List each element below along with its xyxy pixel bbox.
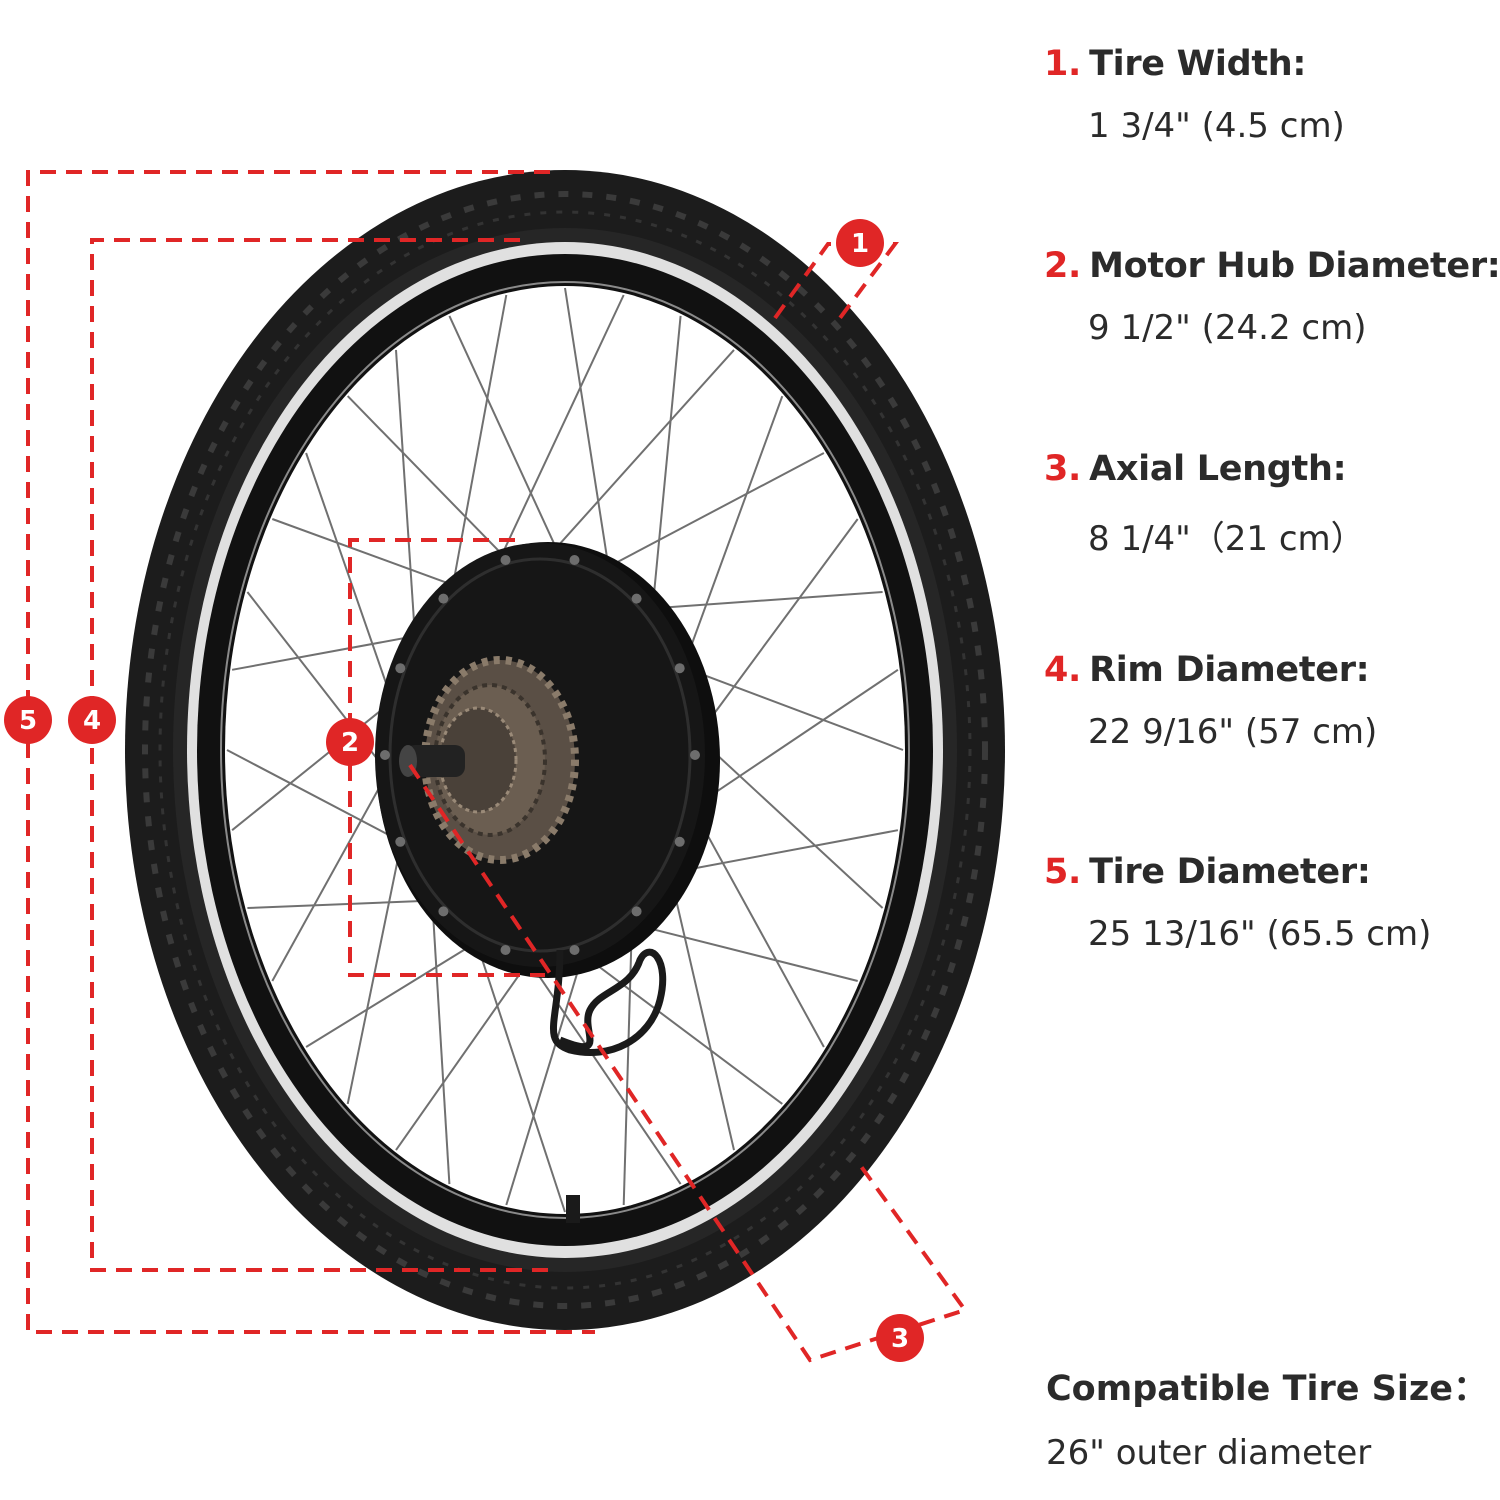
tire-tread bbox=[142, 191, 988, 1309]
measure-lines bbox=[26, 170, 969, 1363]
hub-bolt bbox=[569, 555, 580, 565]
hub-bolt bbox=[500, 555, 511, 565]
spoke bbox=[564, 287, 615, 598]
badge-5: 5 bbox=[4, 696, 52, 744]
compatible-title: Compatible Tire Size： bbox=[1046, 1369, 1488, 1409]
spec-value: 25 13/16" (65.5 cm) bbox=[1088, 914, 1432, 954]
hub-bolt bbox=[569, 945, 580, 955]
valve-stem bbox=[566, 1195, 580, 1223]
spec-number: 4. bbox=[1044, 650, 1082, 690]
spoke bbox=[446, 294, 508, 617]
tire-diameter-line bbox=[26, 170, 595, 1334]
spec-title: 1.Tire Width: bbox=[1044, 44, 1345, 84]
spoke bbox=[346, 395, 521, 573]
spoke bbox=[535, 349, 735, 571]
spoke bbox=[487, 294, 625, 584]
hub-bolt bbox=[380, 750, 390, 760]
compatible-tire-size: Compatible Tire Size： 26" outer diameter bbox=[1046, 1360, 1488, 1473]
hub-bolt bbox=[674, 663, 685, 674]
motor-cable bbox=[549, 948, 667, 1057]
hub-bolt bbox=[395, 663, 406, 674]
hub-bolt bbox=[631, 906, 642, 917]
badge-2-label: 2 bbox=[341, 728, 359, 758]
rim-diameter-line bbox=[90, 238, 550, 1272]
axle bbox=[405, 745, 465, 777]
spoke bbox=[583, 452, 825, 581]
spec-label: Axial Length: bbox=[1089, 449, 1347, 489]
compatible-value: 26" outer diameter bbox=[1046, 1433, 1372, 1473]
badge-1-label: 1 bbox=[851, 229, 869, 259]
badge-3: 3 bbox=[876, 1314, 924, 1362]
badge-5-label: 5 bbox=[19, 706, 37, 736]
hub-bolt bbox=[631, 593, 642, 604]
spec-number: 1. bbox=[1044, 44, 1082, 84]
spec-label: Tire Diameter: bbox=[1089, 852, 1371, 892]
spec-title: 3.Axial Length: bbox=[1044, 449, 1365, 489]
hub-bolt bbox=[395, 836, 406, 847]
spoke bbox=[271, 518, 474, 594]
hub-bolt bbox=[438, 906, 449, 917]
hub-bolt bbox=[690, 750, 700, 760]
spec-motor-hub-diameter: 2.Motor Hub Diameter: 9 1/2" (24.2 cm) bbox=[1044, 246, 1500, 348]
badge-1: 1 bbox=[836, 219, 884, 267]
tire-tread-inner bbox=[158, 210, 972, 1290]
hub-bolt bbox=[674, 836, 685, 847]
hub-bolt bbox=[500, 945, 511, 955]
spec-number: 5. bbox=[1044, 852, 1082, 892]
spoke bbox=[395, 349, 418, 667]
spoke bbox=[648, 315, 682, 640]
spoke bbox=[231, 631, 436, 671]
cassette-inner bbox=[438, 706, 518, 814]
spec-tire-width: 1.Tire Width: 1 3/4" (4.5 cm) bbox=[1044, 44, 1345, 146]
spec-value: 8 1/4"（21 cm） bbox=[1088, 519, 1365, 559]
badge-2: 2 bbox=[326, 718, 374, 766]
hub-diameter-line bbox=[348, 538, 545, 977]
badge-3-label: 3 bbox=[891, 1324, 909, 1354]
spec-title: 4.Rim Diameter: bbox=[1044, 650, 1377, 690]
cassette bbox=[421, 656, 579, 864]
spoke bbox=[448, 315, 569, 575]
spec-title: 2.Motor Hub Diameter: bbox=[1044, 246, 1500, 286]
spec-label: Tire Width: bbox=[1089, 44, 1307, 84]
wheel-diagram: 1 2 3 4 5 bbox=[4, 170, 1005, 1363]
badge-4: 4 bbox=[68, 696, 116, 744]
spec-number: 3. bbox=[1044, 449, 1082, 489]
spec-value: 9 1/2" (24.2 cm) bbox=[1088, 308, 1367, 348]
spec-title: 5.Tire Diameter: bbox=[1044, 852, 1431, 892]
spec-tire-diameter: 5.Tire Diameter: 25 13/16" (65.5 cm) bbox=[1044, 852, 1431, 954]
badge-4-label: 4 bbox=[83, 706, 101, 736]
hub-bolts bbox=[380, 555, 700, 955]
spec-number: 2. bbox=[1044, 246, 1082, 286]
spec-axial-length: 3.Axial Length: 8 1/4"（21 cm） bbox=[1044, 449, 1365, 560]
spec-label: Motor Hub Diameter: bbox=[1089, 246, 1500, 286]
hub-bolt bbox=[438, 593, 449, 604]
spec-rim-diameter: 4.Rim Diameter: 22 9/16" (57 cm) bbox=[1044, 650, 1377, 752]
axial-length-line bbox=[408, 763, 969, 1363]
spoke bbox=[465, 912, 566, 1213]
spec-value: 22 9/16" (57 cm) bbox=[1088, 712, 1378, 752]
spec-value: 1 3/4" (4.5 cm) bbox=[1088, 106, 1345, 146]
spec-label: Rim Diameter: bbox=[1089, 650, 1370, 690]
rim-edge bbox=[220, 281, 910, 1219]
